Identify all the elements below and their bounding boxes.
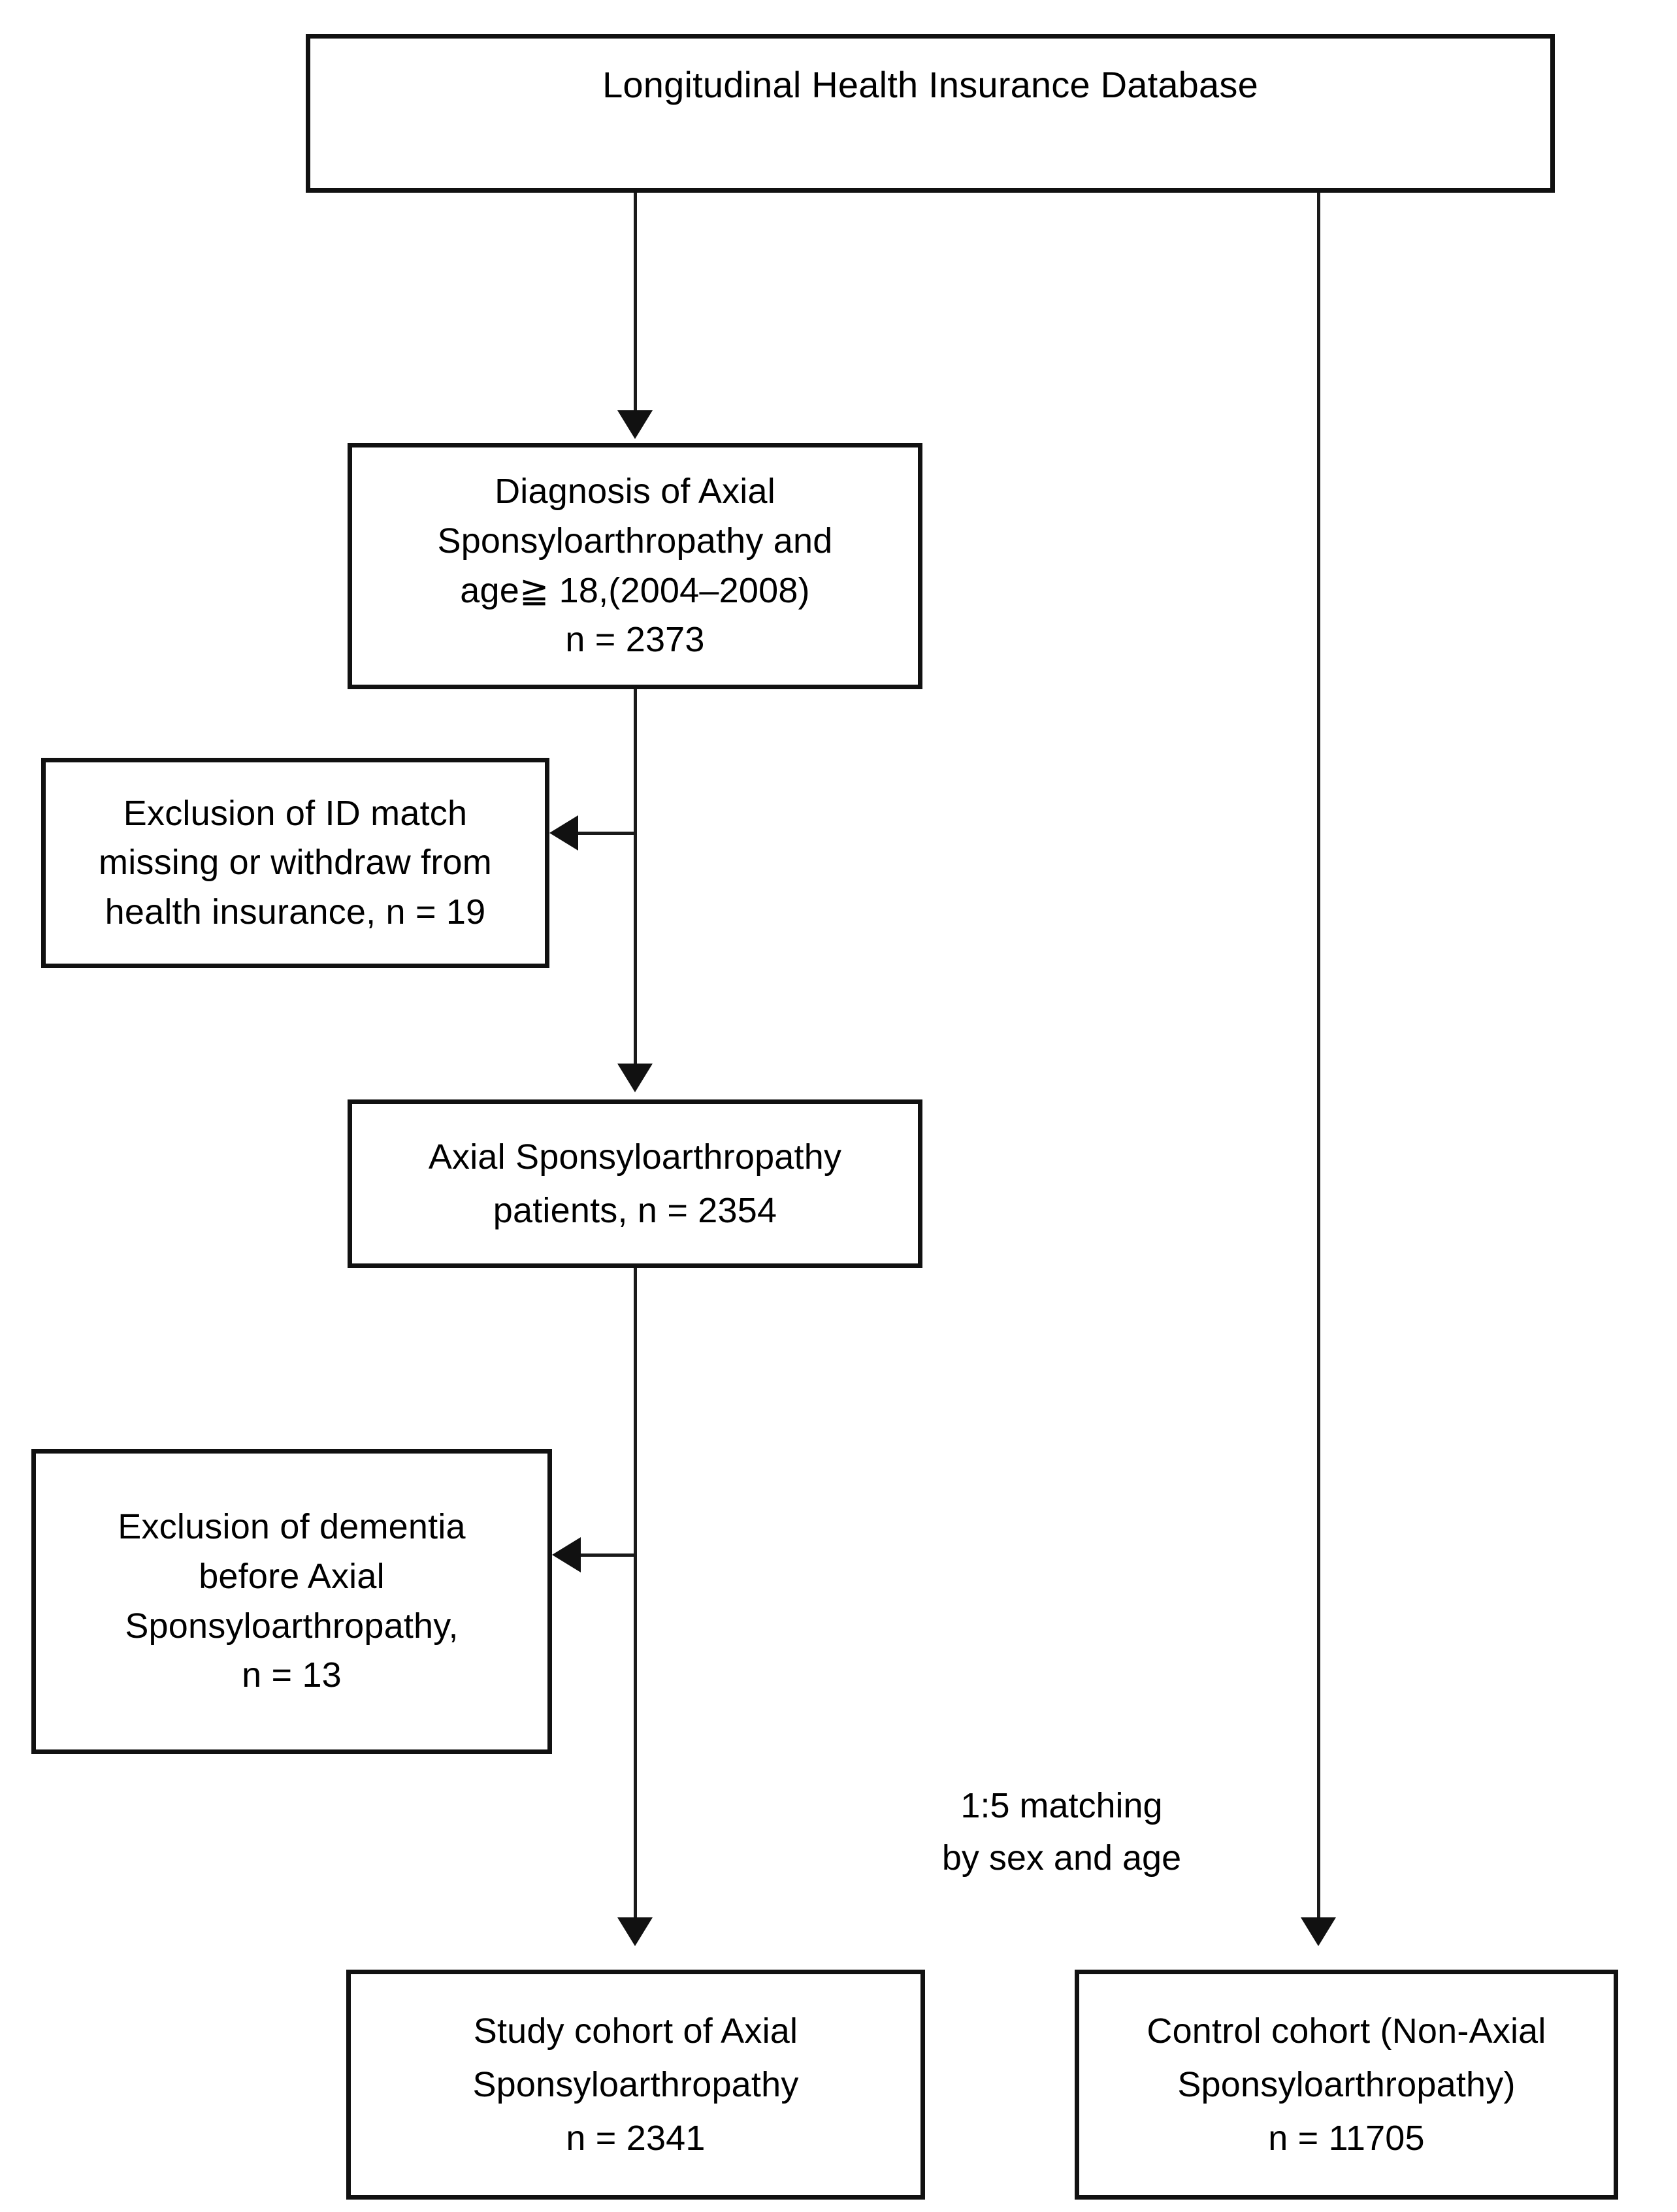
- annotation-matching-line-1: 1:5 matching: [960, 1786, 1163, 1825]
- node-exclusion-id-match: Exclusion of ID match missing or withdra…: [41, 758, 549, 968]
- node-study-cohort-line-3: n = 2341: [566, 2119, 706, 2158]
- node-diagnosis-line-4: n = 2373: [565, 620, 705, 660]
- arrowhead-diagnosis-to-axial-patients: [617, 1064, 653, 1092]
- connector-to-exclusion-dementia: [579, 1553, 635, 1557]
- arrowhead-database-to-control-cohort: [1301, 1917, 1336, 1946]
- node-study-cohort: Study cohort of Axial Sponsyloarthropath…: [346, 1970, 925, 2200]
- connector-diagnosis-to-axial-patients: [634, 689, 637, 1065]
- node-control-cohort: Control cohort (Non-Axial Sponsyloarthro…: [1075, 1970, 1618, 2200]
- node-axial-patients-line-1: Axial Sponsyloarthropathy: [428, 1137, 842, 1177]
- node-exclusion-id-line-2: missing or withdraw from: [99, 843, 492, 883]
- arrowhead-to-exclusion-id: [549, 815, 578, 851]
- node-exclusion-dementia-line-1: Exclusion of dementia: [118, 1507, 466, 1547]
- node-study-cohort-line-2: Sponsyloarthropathy: [472, 2064, 799, 2104]
- node-control-cohort-line-3: n = 11705: [1268, 2119, 1425, 2158]
- connector-axial-patients-to-study-cohort: [634, 1268, 637, 1919]
- node-exclusion-id-line-3: health insurance, n = 19: [105, 892, 486, 932]
- node-control-cohort-line-1: Control cohort (Non-Axial: [1147, 2011, 1546, 2051]
- arrowhead-axial-patients-to-study-cohort: [617, 1917, 653, 1946]
- node-database-line-1: Longitudinal Health Insurance Database: [602, 64, 1258, 105]
- connector-database-to-control-cohort: [1317, 193, 1320, 1919]
- node-longitudinal-health-insurance-database: Longitudinal Health Insurance Database: [306, 34, 1555, 193]
- node-exclusion-dementia: Exclusion of dementia before Axial Spons…: [31, 1449, 552, 1754]
- annotation-matching-line-2: by sex and age: [941, 1838, 1182, 1878]
- connector-to-exclusion-id: [576, 832, 635, 835]
- node-diagnosis-line-1: Diagnosis of Axial: [495, 472, 775, 512]
- node-diagnosis-axial-sponsyloarthropathy: Diagnosis of Axial Sponsyloarthropathy a…: [348, 443, 922, 689]
- node-exclusion-dementia-line-4: n = 13: [242, 1655, 342, 1695]
- arrowhead-database-to-diagnosis: [617, 410, 653, 439]
- node-axial-patients-line-2: patients, n = 2354: [493, 1191, 777, 1230]
- connector-database-to-diagnosis: [634, 193, 637, 412]
- node-exclusion-id-line-1: Exclusion of ID match: [123, 793, 468, 833]
- arrowhead-to-exclusion-dementia: [552, 1537, 581, 1572]
- node-study-cohort-line-1: Study cohort of Axial: [473, 2011, 798, 2051]
- node-exclusion-dementia-line-2: before Axial: [199, 1556, 385, 1596]
- node-control-cohort-line-2: Sponsyloarthropathy): [1177, 2064, 1516, 2104]
- node-diagnosis-line-3: age≧ 18,(2004–2008): [460, 570, 810, 610]
- node-diagnosis-line-2: Sponsyloarthropathy and: [437, 521, 833, 561]
- node-exclusion-dementia-line-3: Sponsyloarthropathy,: [125, 1606, 459, 1646]
- annotation-matching: 1:5 matching by sex and age: [859, 1780, 1264, 1885]
- node-axial-sponsyloarthropathy-patients: Axial Sponsyloarthropathy patients, n = …: [348, 1099, 922, 1268]
